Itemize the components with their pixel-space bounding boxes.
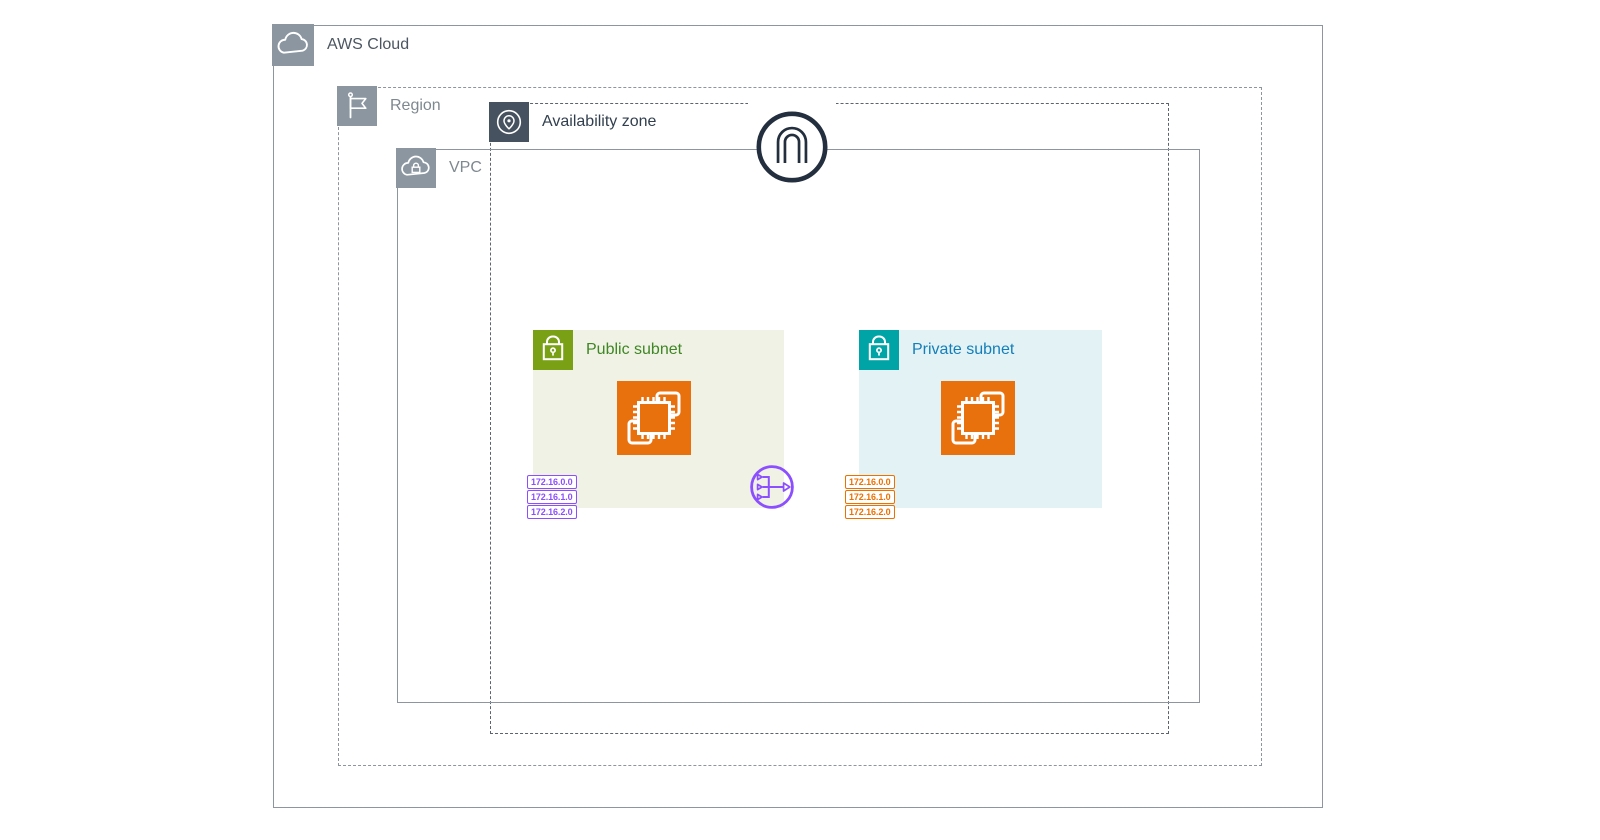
vpc-label: VPC	[449, 159, 482, 177]
region-label: Region	[390, 97, 441, 115]
region-container: Region	[337, 86, 1262, 766]
availability-zone-label: Availability zone	[542, 113, 657, 131]
ec2-instances-icon	[617, 381, 691, 455]
private-subnet-container: Private subnet	[859, 330, 1102, 508]
cidr-badge: 172.16.1.0	[845, 490, 895, 504]
aws-cloud-container: AWS Cloud	[272, 24, 1323, 808]
public-subnet-lock-icon	[533, 330, 573, 370]
location-pin-icon	[489, 102, 530, 143]
cloud-icon	[272, 24, 315, 67]
aws-cloud-label: AWS Cloud	[327, 36, 410, 54]
cidr-badge: 172.16.0.0	[527, 475, 577, 489]
router-icon	[749, 464, 795, 510]
cidr-badge: 172.16.1.0	[527, 490, 577, 504]
cidr-badge: 172.16.2.0	[527, 505, 577, 519]
internet-gateway-icon	[756, 111, 828, 183]
cidr-badge: 172.16.2.0	[845, 505, 895, 519]
private-subnet-label: Private subnet	[912, 341, 1015, 358]
public-subnet-label: Public subnet	[586, 341, 683, 358]
ec2-instances-icon	[941, 381, 1015, 455]
internet-gateway-mask	[748, 96, 836, 110]
cloud-lock-icon	[396, 148, 437, 189]
flag-icon	[337, 86, 378, 127]
cidr-badge: 172.16.0.0	[845, 475, 895, 489]
private-subnet-lock-icon	[859, 330, 899, 370]
